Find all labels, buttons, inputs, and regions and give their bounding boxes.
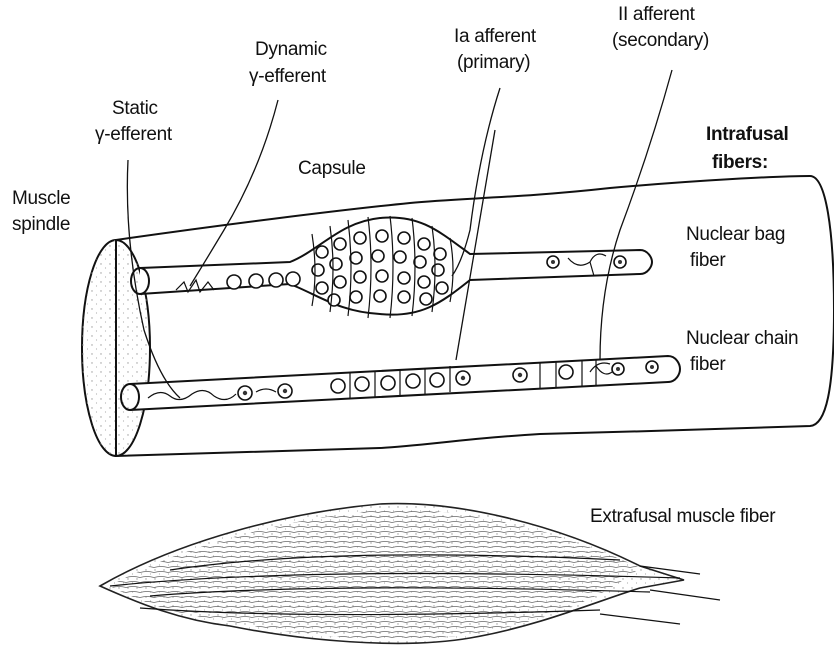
label-nuclear-chain-fiber: Nuclear chain fiber (686, 328, 798, 375)
svg-text:II afferent: II afferent (618, 4, 696, 25)
label-ia-afferent: Ia afferent (primary) (454, 26, 537, 73)
svg-text:γ-efferent: γ-efferent (249, 66, 327, 87)
svg-text:Dynamic: Dynamic (255, 39, 327, 60)
svg-text:Nuclear chain: Nuclear chain (686, 328, 798, 349)
svg-text:fiber: fiber (690, 354, 726, 375)
label-intrafusal-fibers: Intrafusal fibers: (706, 124, 789, 173)
svg-text:Ia afferent: Ia afferent (454, 26, 537, 47)
label-static-efferent: Static γ-efferent (95, 98, 173, 145)
svg-text:(secondary): (secondary) (612, 30, 709, 51)
svg-text:spindle: spindle (12, 214, 70, 235)
ii-afferent-leader (600, 70, 672, 360)
dynamic-efferent-leader (190, 100, 278, 286)
svg-text:fibers:: fibers: (712, 152, 768, 173)
spindle-capsule (82, 176, 834, 456)
svg-text:fiber: fiber (690, 250, 726, 271)
label-nuclear-bag-fiber: Nuclear bag fiber (686, 224, 785, 271)
ia-afferent-leader-chain (456, 130, 495, 360)
svg-text:Muscle: Muscle (12, 188, 70, 209)
nuclear-chain-fiber (121, 356, 680, 410)
label-muscle-spindle: Muscle spindle (12, 188, 70, 235)
svg-text:γ-efferent: γ-efferent (95, 124, 173, 145)
svg-text:Intrafusal: Intrafusal (706, 124, 789, 145)
label-capsule: Capsule (298, 158, 366, 179)
svg-text:(primary): (primary) (457, 52, 530, 73)
label-ii-afferent: II afferent (secondary) (612, 4, 709, 51)
svg-text:Static: Static (112, 98, 158, 119)
label-extrafusal-fiber: Extrafusal muscle fiber (590, 506, 776, 527)
svg-text:Nuclear bag: Nuclear bag (686, 224, 785, 245)
label-dynamic-efferent: Dynamic γ-efferent (249, 39, 327, 87)
nuclear-bag-fiber (131, 216, 652, 318)
